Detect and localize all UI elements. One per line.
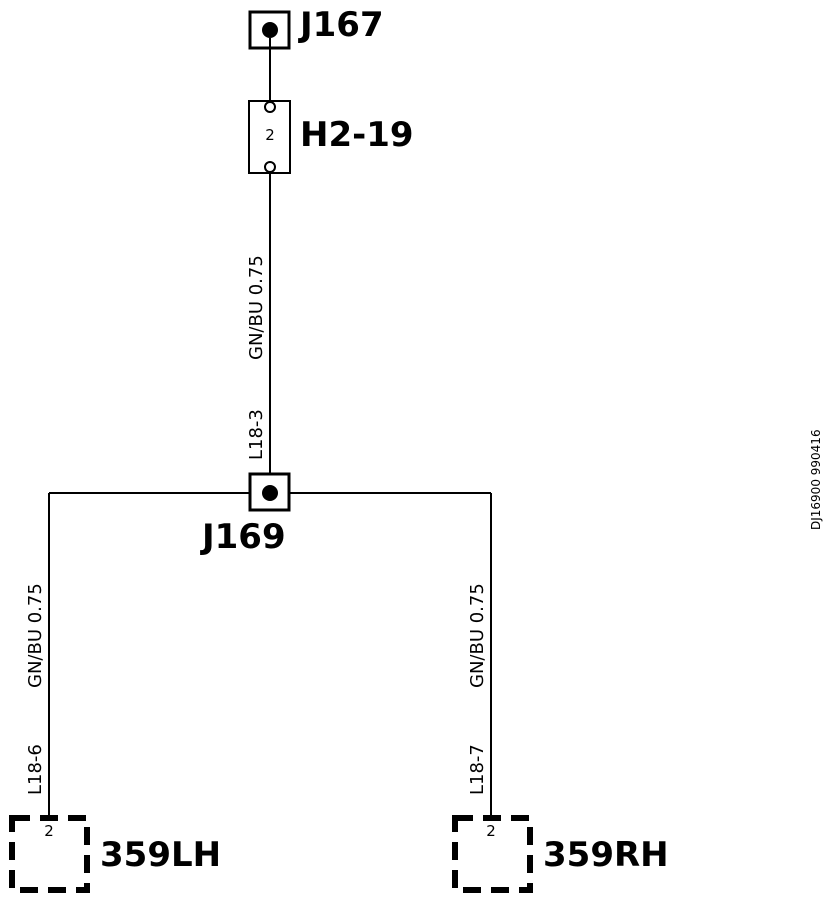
- connector-359rh: [452, 815, 533, 893]
- j169-label: J169: [200, 517, 286, 557]
- drawing-reference: DJ16900 990416: [809, 429, 823, 530]
- connector-j169: [248, 472, 291, 512]
- connector-359lh: [9, 815, 90, 893]
- j167-label: J167: [298, 5, 384, 45]
- h2-19-pin: 2: [265, 126, 275, 144]
- wire-l18-7-id: L18-7: [467, 744, 488, 795]
- connector-h2-19: [248, 100, 291, 174]
- wire-l18-3-spec: GN/BU 0.75: [246, 255, 267, 360]
- wire-l18-3-id: L18-3: [246, 409, 267, 460]
- 359rh-pin: 2: [486, 822, 496, 840]
- wire-l18-6-id: L18-6: [25, 744, 46, 795]
- 359rh-label: 359RH: [543, 835, 669, 875]
- 359lh-label: 359LH: [100, 835, 221, 875]
- wire-l18-6-spec: GN/BU 0.75: [25, 583, 46, 688]
- wire-l18-7-spec: GN/BU 0.75: [467, 583, 488, 688]
- h2-19-label: H2-19: [300, 115, 414, 155]
- 359lh-pin: 2: [44, 822, 54, 840]
